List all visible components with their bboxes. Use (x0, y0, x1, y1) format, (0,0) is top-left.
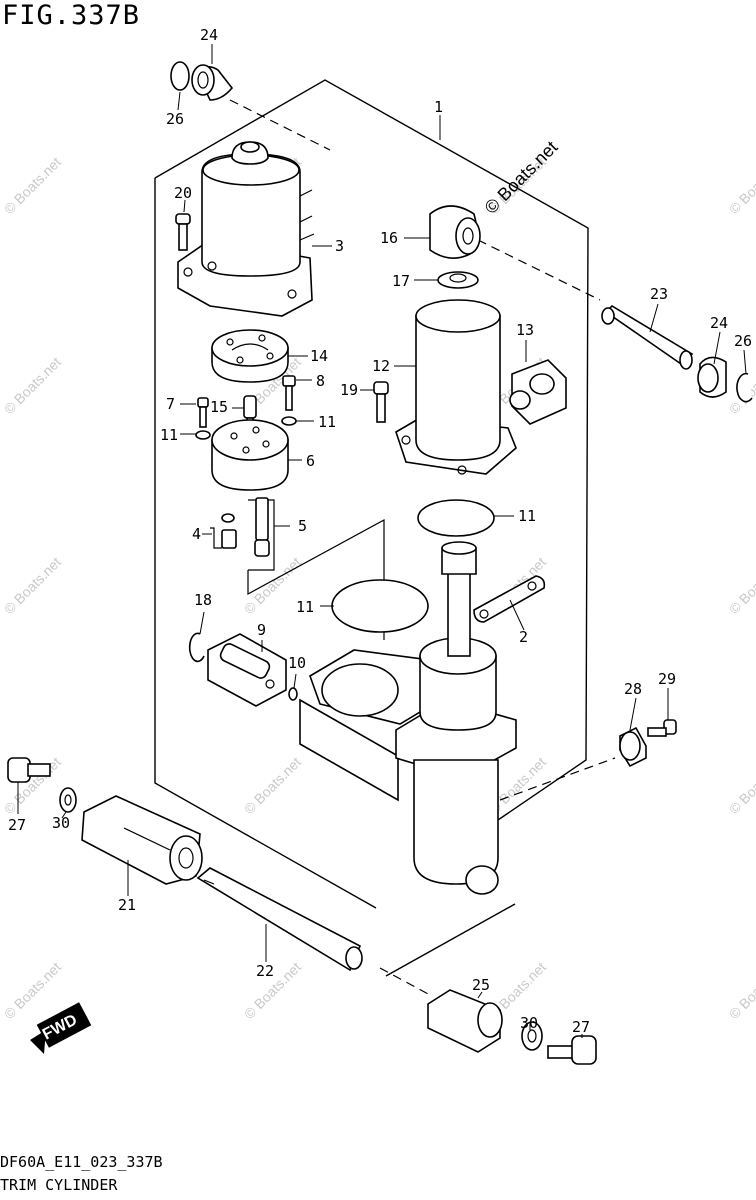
callout-24a: 24 (200, 26, 218, 44)
callout-11c: 11 (518, 507, 536, 525)
watermark-tile: © Boats.net (726, 154, 756, 217)
callout-12: 12 (372, 357, 390, 375)
part-cylinder-body (299, 541, 517, 895)
assembly-frame-left (154, 178, 377, 909)
callout-25: 25 (472, 976, 490, 994)
part-bushing-16 (429, 205, 481, 259)
watermark-tile: © Boats.net (1, 554, 64, 617)
part-oring-11-large (331, 579, 429, 633)
watermark-tile: © Boats.net (726, 959, 756, 1022)
callout-28: 28 (624, 680, 642, 698)
figure-caption: TRIM CYLINDER (0, 1176, 118, 1194)
callout-20: 20 (174, 184, 192, 202)
callout-1: 1 (434, 98, 443, 116)
part-pin-23 (601, 304, 694, 370)
callout-7: 7 (166, 395, 175, 413)
callout-23: 23 (650, 285, 668, 303)
part-washer-30-right (521, 1021, 543, 1051)
callout-2: 2 (519, 628, 528, 646)
callout-17: 17 (392, 272, 410, 290)
callout-19: 19 (340, 381, 358, 399)
centerline-lower-pivot (379, 967, 431, 996)
callout-6: 6 (306, 452, 315, 470)
callout-29: 29 (658, 670, 676, 688)
watermark-tile: © Boats.net (1, 154, 64, 217)
part-plate-2 (473, 575, 546, 623)
part-oring-10 (288, 687, 298, 701)
part-bolt-20 (175, 213, 191, 251)
part-oring-11-large (417, 499, 495, 537)
arrow-left-icon (30, 1030, 46, 1054)
callout-11b: 11 (318, 413, 336, 431)
callout-27a: 27 (8, 816, 26, 834)
part-oring-11 (195, 430, 211, 440)
watermark-tile: © Boats.net (1, 354, 64, 417)
part-valve-5 (254, 497, 270, 557)
callout-11a: 11 (160, 426, 178, 444)
part-pump-14 (211, 329, 289, 383)
callout-27b: 27 (572, 1018, 590, 1036)
callout-10: 10 (288, 654, 306, 672)
part-bushing-24 (697, 356, 727, 398)
part-nut-17 (437, 271, 479, 289)
callout-18: 18 (194, 591, 212, 609)
part-manual-valve-9 (207, 633, 287, 707)
callout-21: 21 (118, 896, 136, 914)
part-bushing-top-left (170, 61, 234, 101)
part-circlip-26 (736, 372, 753, 403)
part-collar-28 (619, 726, 647, 768)
part-bushing-25 (427, 989, 503, 1053)
part-bolt-8 (282, 375, 296, 411)
part-reservoir-12 (395, 299, 517, 475)
assembly-frame-bottom (385, 903, 516, 977)
part-bolt-27-left (7, 757, 51, 783)
part-valve-4 (221, 513, 237, 549)
part-sleeve-21 (81, 795, 203, 885)
callout-26a: 26 (166, 110, 184, 128)
part-bolt-29 (647, 719, 677, 737)
centerline-upper-pivot (229, 99, 601, 301)
callout-11d: 11 (296, 598, 314, 616)
callout-9: 9 (257, 621, 266, 639)
callout-22: 22 (256, 962, 274, 980)
fwd-direction-badge: FWD (30, 1002, 92, 1054)
figure-title: FIG.337B (2, 0, 141, 31)
assembly-frame (154, 79, 589, 821)
callout-3: 3 (335, 237, 344, 255)
callout-30a: 30 (52, 814, 70, 832)
callout-13: 13 (516, 321, 534, 339)
callout-24b: 24 (710, 314, 728, 332)
part-bolt-7 (197, 397, 209, 428)
callout-15: 15 (210, 398, 228, 416)
part-bolt-27-right (547, 1035, 597, 1065)
part-shaft-22 (196, 867, 363, 972)
callout-5: 5 (298, 517, 307, 535)
watermark-tile: © Boats.net (726, 554, 756, 617)
callout-labels: 1 2 3 4 5 6 7 8 9 10 11 11 11 11 12 13 1… (8, 26, 752, 1036)
part-circlip-18 (188, 632, 205, 663)
callout-4: 4 (192, 525, 201, 543)
watermark-tile: © Boats.net (726, 754, 756, 817)
part-washer-30-left (59, 787, 77, 813)
part-bolt-19 (373, 381, 389, 423)
part-oring-11 (281, 416, 297, 426)
callout-14: 14 (310, 347, 328, 365)
centerline-side (499, 757, 616, 801)
callout-16: 16 (380, 229, 398, 247)
watermark-tile: © Boats.net (1, 959, 64, 1022)
callout-30b: 30 (520, 1014, 538, 1032)
part-plug-13 (509, 359, 567, 425)
part-valve-body-6 (211, 419, 289, 491)
callout-8: 8 (316, 372, 325, 390)
callout-26b: 26 (734, 332, 752, 350)
leader-lines (17, 44, 747, 1038)
part-motor (177, 141, 315, 317)
watermark-tile: © Boats.net (241, 554, 304, 617)
bracket-4 (210, 527, 222, 549)
watermark-tile: © Boats.net (241, 754, 304, 817)
figure-code: DF60A_E11_023_337B (0, 1153, 163, 1171)
